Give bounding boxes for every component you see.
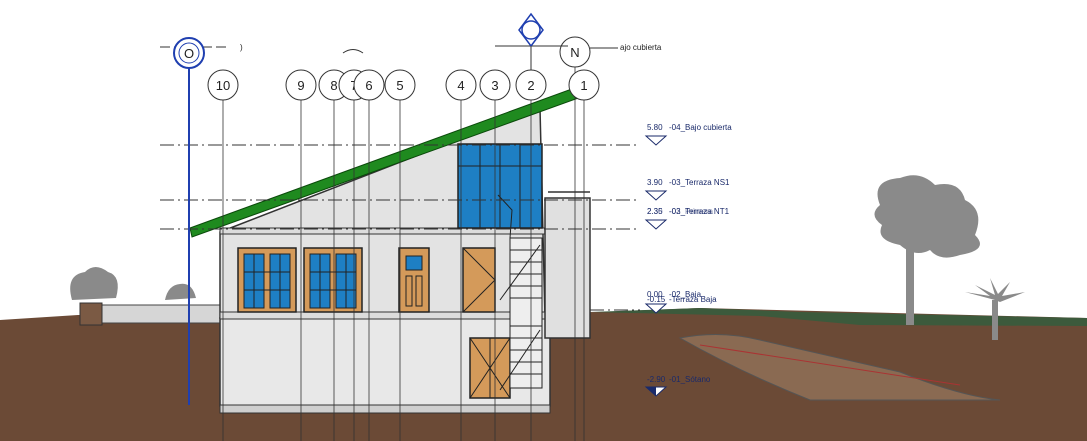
arc-mark <box>342 49 364 54</box>
level-name: -04_Bajo cubierta <box>669 123 732 132</box>
floor-band <box>219 311 551 320</box>
grid-label: 4 <box>457 78 464 93</box>
window-left <box>237 247 297 313</box>
grid-bubble-10[interactable]: 10 <box>207 69 239 101</box>
door-side <box>462 247 496 313</box>
annex-block <box>544 197 591 339</box>
grid-label: 3 <box>491 78 498 93</box>
north-marker-label: N <box>570 45 579 60</box>
level-name-overlap: -02_Primera <box>669 207 714 216</box>
palm-tree <box>965 278 1025 340</box>
grass-strip <box>590 308 1087 326</box>
door-basement <box>469 337 511 399</box>
level-elevation: 5.80 <box>647 123 663 132</box>
grid-bubble-9[interactable]: 9 <box>285 69 317 101</box>
level-name: -03_Terraza NS1 <box>669 178 730 187</box>
section-marker-label: O <box>184 46 194 61</box>
level-elevation: -2.90 <box>647 375 666 384</box>
level-tag-sotano[interactable]: -2.90 -01_Sótano <box>644 375 711 397</box>
level-elevation-overlap: 2.30 <box>647 207 663 216</box>
grid-lines <box>222 66 585 441</box>
basement-slab <box>219 404 551 414</box>
grid-label: 9 <box>297 78 304 93</box>
grid-label: 2 <box>527 78 534 93</box>
level-name: -Terraza Baja <box>669 295 717 304</box>
grid-bubble-3[interactable]: 3 <box>479 69 511 101</box>
svg-text:): ) <box>240 43 243 52</box>
top-level-label: ajo cubierta <box>620 43 662 52</box>
grid-bubble-5[interactable]: 5 <box>384 69 416 101</box>
level-name: -03_Terraza NT1 <box>669 207 730 216</box>
level-elevation: 3.90 <box>647 178 663 187</box>
staircase <box>497 194 543 391</box>
grid-label: 8 <box>330 78 337 93</box>
grid-bubble-1[interactable]: 1 <box>568 69 600 101</box>
grid-label: 1 <box>580 78 587 93</box>
excavation-pit <box>678 333 1001 401</box>
bush-left <box>70 267 118 300</box>
level-elevation: 2.35 <box>647 207 663 216</box>
level-tag-bajo-cubierta[interactable]: 5.80 -04_Bajo cubierta <box>644 123 732 146</box>
grid-label: 6 <box>365 78 372 93</box>
level-elevation: -0.15 <box>647 295 666 304</box>
grid-label: 10 <box>216 78 230 93</box>
level-name: -01_Sótano <box>669 375 711 384</box>
tree-large <box>874 175 980 325</box>
garden-post <box>79 302 103 326</box>
door-main <box>398 247 430 313</box>
grid-label: 5 <box>396 78 403 93</box>
pit-line <box>699 344 961 386</box>
view-marker-top[interactable] <box>495 12 568 70</box>
grid-bubble-6[interactable]: 6 <box>353 69 385 101</box>
level-tag-terraza-ns1[interactable]: 3.90 -03_Terraza NS1 <box>644 178 730 201</box>
window-center <box>303 247 363 313</box>
level-tag-terraza-nt1[interactable]: 2.35 -03_Terraza NT1 2.30 -02_Primera <box>644 207 730 230</box>
level-name: -02_Baja <box>669 290 702 299</box>
level-elevation: 0.00 <box>647 290 663 299</box>
bush-mid <box>165 283 196 300</box>
north-marker[interactable]: N ajo cubierta <box>559 36 662 68</box>
section-marker-left[interactable]: O ) <box>160 37 243 405</box>
grid-bubble-4[interactable]: 4 <box>445 69 477 101</box>
grid-bubble-2[interactable]: 2 <box>515 69 547 101</box>
level-tag-baja[interactable]: 0.00 -02_Baja -0.15 -Terraza Baja <box>644 290 717 314</box>
